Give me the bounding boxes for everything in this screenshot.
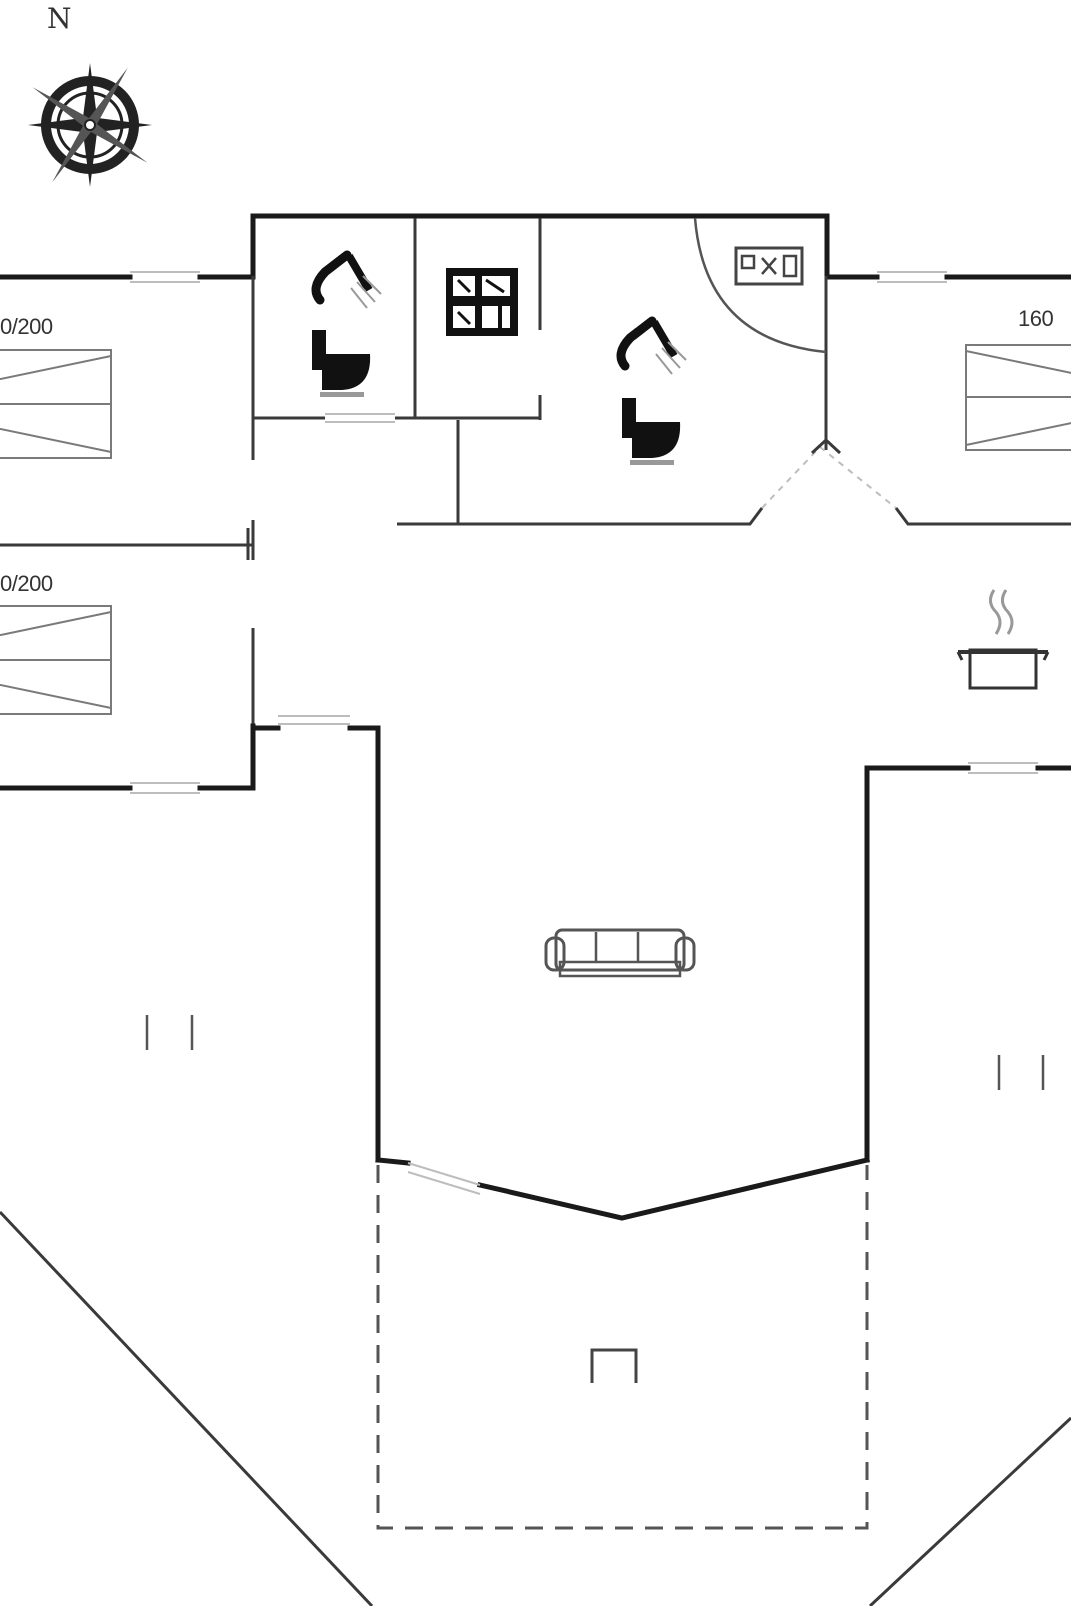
cooking-pot-icon	[956, 589, 1050, 690]
stool-icon	[590, 1348, 638, 1383]
terrace-outline	[376, 1165, 869, 1530]
washing-machine-icon	[446, 268, 518, 336]
stove-icon	[734, 246, 804, 286]
post-markers	[145, 1015, 1045, 1090]
bed-label-left-lower: 0/200	[0, 571, 53, 596]
bed-label-right-upper: 160	[1018, 306, 1054, 331]
sofa-icon	[544, 928, 696, 978]
bed-icon	[0, 344, 1071, 715]
compass-rose-icon	[28, 63, 152, 187]
north-label: N	[47, 2, 72, 35]
toilet-icon	[312, 330, 371, 397]
door-swing	[693, 217, 827, 354]
walls	[0, 213, 1071, 1606]
shower-icon	[311, 250, 382, 309]
windows	[130, 271, 1038, 794]
bed-label-left-upper: 0/200	[0, 314, 53, 339]
toilet-icon	[622, 398, 681, 465]
shower-icon	[616, 316, 687, 375]
